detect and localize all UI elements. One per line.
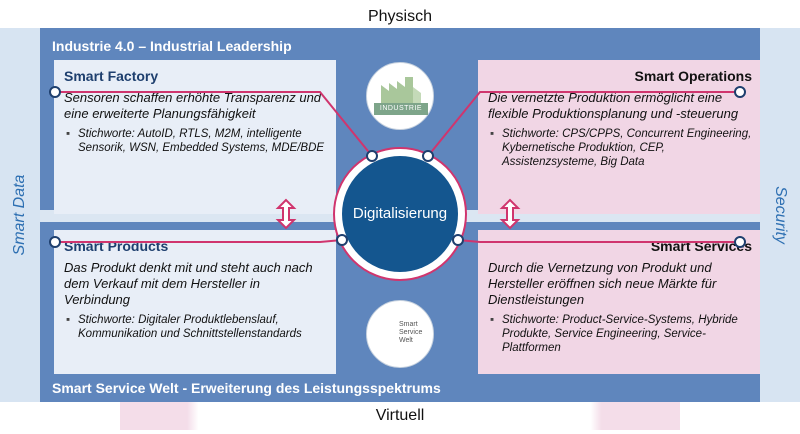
frame-title: Industrie 4.0 – Industrial Leadership — [52, 38, 292, 54]
smart-services-desc: Durch die Vernetzung von Produkt und Her… — [488, 260, 717, 307]
side-smart-data: Smart Data — [0, 28, 40, 402]
label-virtuell: Virtuell — [120, 402, 680, 430]
side-smart-data-label: Smart Data — [11, 174, 28, 256]
side-security: Security — [760, 28, 800, 402]
smart-operations-keywords: Stichworte: CPS/CPPS, Concurrent Enginee… — [490, 127, 752, 169]
smart-service-welt-logo-text: Smart Service Welt — [399, 321, 423, 344]
frame-footer: Smart Service Welt - Erweiterung des Lei… — [52, 380, 441, 396]
smart-service-welt-logo: Smart Service Welt — [366, 300, 434, 368]
smart-factory-keywords: Stichworte: AutoID, RTLS, M2M, intellige… — [66, 127, 328, 155]
smart-operations-title: Smart Operations — [634, 68, 752, 84]
box-smart-services: Smart Services Durch die Vernetzung von … — [478, 230, 760, 374]
hub-label: Digitalisierung — [352, 205, 448, 222]
industrie-40-logo-text: INDUSTRIE 4.0 — [374, 103, 428, 124]
smart-factory-title: Smart Factory — [64, 68, 159, 84]
box-smart-products: Smart Products Das Produkt denkt mit und… — [54, 230, 336, 374]
smart-services-keywords: Stichworte: Product-Service-Systems, Hyb… — [490, 313, 752, 355]
smart-products-title: Smart Products — [64, 238, 169, 254]
industrie-40-logo: INDUSTRIE 4.0 — [366, 62, 434, 130]
box-smart-operations: Smart Operations Die vernetzte Produktio… — [478, 60, 760, 214]
smart-operations-desc: Die vernetzte Produktion ermöglicht eine… — [488, 90, 739, 121]
box-smart-factory: Smart Factory Sensoren schaffen erhöhte … — [54, 60, 336, 214]
side-security-label: Security — [772, 186, 789, 244]
label-physisch: Physisch — [120, 4, 680, 30]
factory-icon — [381, 77, 421, 103]
smart-factory-desc: Sensoren schaffen erhöhte Transparenz un… — [64, 90, 322, 121]
smart-services-title: Smart Services — [650, 238, 752, 254]
smart-products-keywords: Stichworte: Digitaler Produktlebenslauf,… — [66, 313, 328, 341]
smart-products-desc: Das Produkt denkt mit und steht auch nac… — [64, 260, 313, 307]
